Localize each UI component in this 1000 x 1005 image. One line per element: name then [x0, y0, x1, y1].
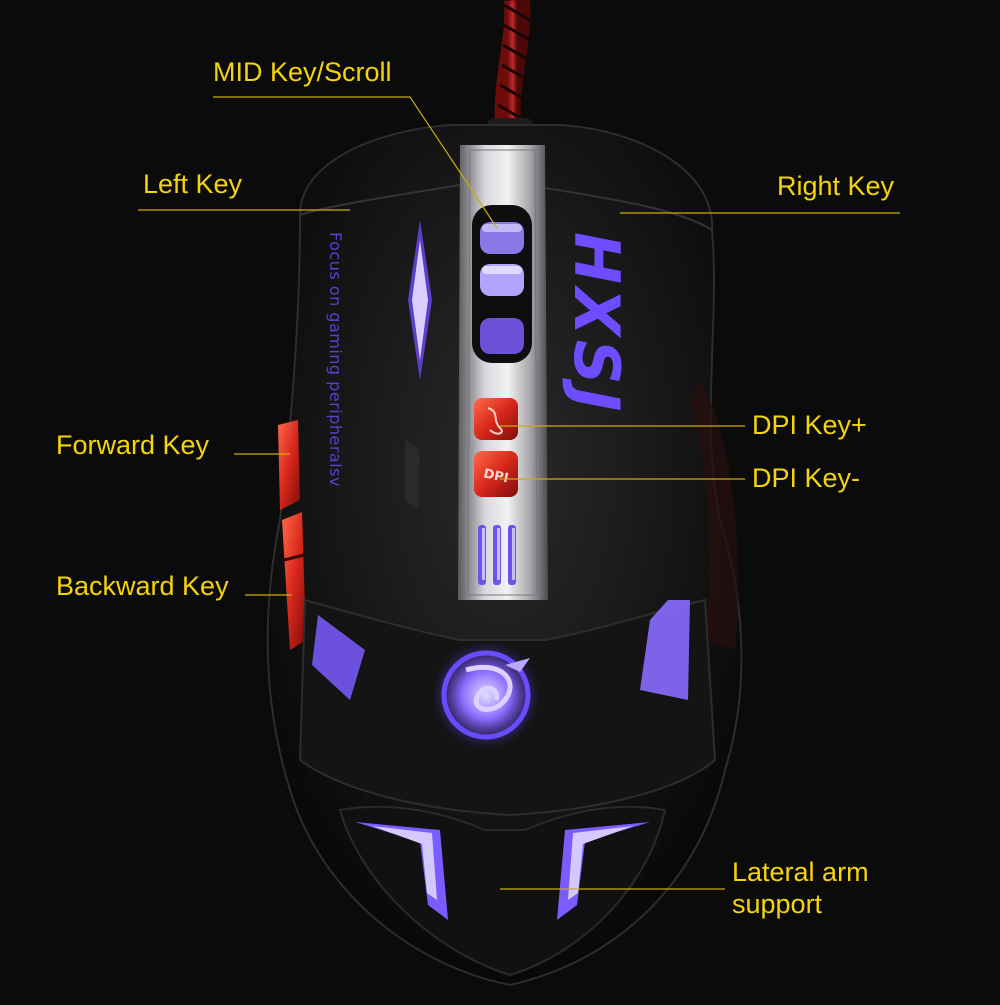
cable — [488, 0, 532, 140]
strip-vents — [478, 525, 516, 585]
leader-mid — [213, 96, 498, 229]
label-left-key: Left Key — [143, 169, 243, 199]
label-dpi-plus: DPI Key+ — [752, 410, 867, 440]
label-lateral-arm-support: Lateral arm support — [732, 856, 932, 920]
label-right-key: Right Key — [777, 171, 895, 201]
palm-led-left — [355, 822, 448, 920]
dragon-emblem-icon — [432, 641, 540, 749]
label-backward-key: Backward Key — [56, 571, 229, 601]
label-arm-line1: Lateral arm — [732, 857, 869, 887]
dpi-button-text: DPI — [482, 467, 510, 487]
brand-logo-text: HXSJ — [560, 232, 633, 415]
dpi-plus-button[interactable] — [474, 398, 518, 440]
forward-button[interactable] — [278, 420, 300, 510]
label-mid-key: MID Key/Scroll — [213, 57, 392, 87]
left-side-glow — [312, 615, 365, 700]
label-arm-line2: support — [732, 889, 823, 919]
scroll-wheel[interactable] — [472, 205, 532, 363]
left-led-accent — [405, 220, 432, 510]
label-forward-key: Forward Key — [56, 430, 210, 460]
slogan-text: Focus on gaming peripheralsv — [326, 232, 345, 487]
leader-lines — [138, 96, 900, 890]
dpi-minus-button[interactable]: DPI — [474, 451, 518, 497]
backward-button[interactable] — [282, 512, 306, 650]
palm-led-right — [557, 822, 650, 920]
side-grip-right — [690, 380, 739, 650]
right-side-glow — [640, 600, 690, 700]
label-dpi-minus: DPI Key- — [752, 463, 861, 493]
